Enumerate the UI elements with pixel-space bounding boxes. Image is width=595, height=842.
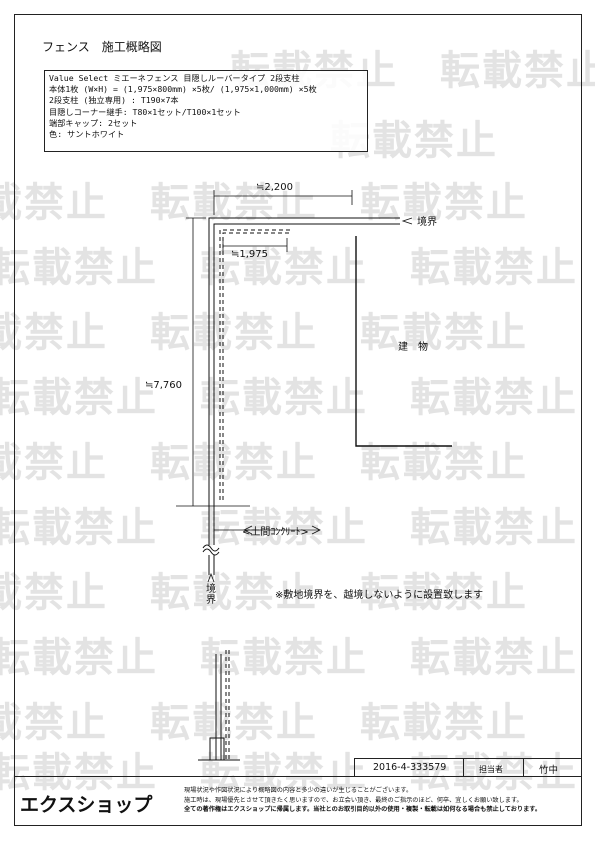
spec-line: 2段支柱 (独立専用) : T190×7本 — [49, 95, 179, 106]
page-title: フェンス 施工概略図 — [42, 40, 162, 54]
spec-line: 目隠しコーナー継手: T80×1セット/T100×1セット — [49, 106, 241, 117]
person-label: 担当者 — [479, 765, 503, 774]
boundary-top-arrow — [401, 217, 413, 225]
spec-box: Value Select ミエーネフェンス 目隠しルーバータイプ 2段支柱 本体… — [44, 70, 368, 152]
concrete-arrow — [311, 525, 321, 535]
boundary-left-arrow — [207, 572, 215, 583]
person-name: 竹中 — [539, 765, 559, 776]
dim-top-line — [213, 190, 353, 215]
dim-top-label: ≒2,200 — [256, 182, 294, 193]
footer-note: 全ての著作権はエクスショップに帰属します。当社とのお取引目的以外の使用・複製・転… — [184, 806, 542, 813]
company-logo: エクスショップ — [20, 794, 153, 816]
install-note: ※敷地境界を、越境しないように設置致します — [275, 590, 484, 601]
boundary-top-label: 境界 — [417, 217, 437, 228]
spec-line: 色: サントホワイト — [49, 129, 125, 140]
dim-inner-line — [222, 238, 288, 252]
footer-notes: 現場状況や作図状況により概略図の内容と多少の違いが生じることがございます。 施工… — [184, 786, 574, 815]
info-strip: 2016-4-333579 担当者 竹中 — [354, 758, 582, 777]
footer — [14, 776, 582, 827]
spec-line: Value Select ミエーネフェンス 目隠しルーバータイプ 2段支柱 — [49, 73, 300, 83]
footer-note: 現場状況や作図状況により概略図の内容と多少の違いが生じることがございます。 — [184, 787, 413, 794]
dim-side-line — [176, 217, 250, 507]
spec-line: 端部キャップ: 2セット — [49, 117, 138, 128]
concrete-label: <土間ｺﾝｸﾘｰﾄ> — [242, 527, 309, 538]
dim-side-label: ≒7,760 — [145, 380, 183, 391]
dim-inner-label: ≒1,975 — [231, 249, 269, 260]
drawing-sheet — [14, 14, 582, 826]
building-label: 建 物 — [398, 342, 428, 353]
elevation-view — [198, 650, 240, 761]
boundary-left-label: 境界 — [206, 584, 216, 606]
footer-note: 施工時は、現場優先とさせて頂きたく思いますので、お立会い頂き、最終のご指示のほど… — [184, 796, 523, 804]
spec-line: 本体1枚 (W×H) = (1,975×800mm) ×5枚/ (1,975×1… — [49, 84, 317, 95]
fence-outline — [208, 217, 400, 506]
concrete-arrow — [243, 525, 253, 535]
inner-dashed-fence — [219, 229, 290, 500]
break-mark — [202, 548, 220, 556]
document-code: 2016-4-333579 — [373, 762, 447, 773]
building-outline — [355, 236, 452, 447]
break-mark — [202, 544, 220, 552]
